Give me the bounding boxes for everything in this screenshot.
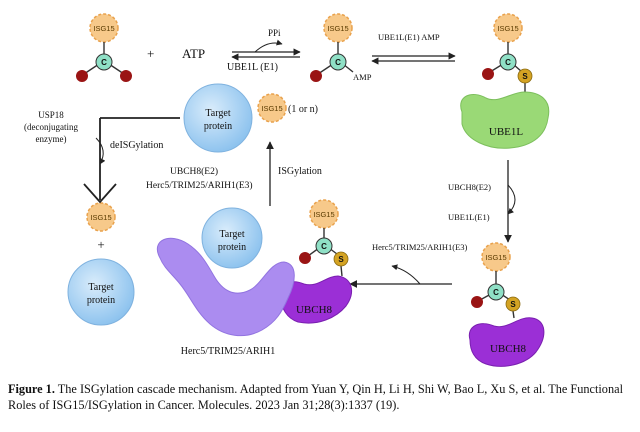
- isg15-label: ISG15: [93, 24, 114, 33]
- usp18-line3: enzyme): [36, 134, 67, 144]
- arrow-e3-transfer: [349, 264, 452, 288]
- isg15-label: ISG15: [497, 24, 518, 33]
- e3-full-label: Herc5/TRIM25/ARIH1(E3): [146, 180, 253, 191]
- ubch8-e2-label: UBCH8(E2): [170, 166, 218, 177]
- isg15-label: ISG15: [327, 24, 348, 33]
- figure-caption: Figure 1. The ISGylation cascade mechani…: [8, 381, 634, 413]
- molecule-isg15-ubch8-middle: C S: [299, 228, 349, 277]
- isg15-label: ISG15: [90, 213, 111, 222]
- herc5-label: Herc5/TRIM25/ARIH1: [181, 346, 275, 357]
- target-protein-sphere-bound: [201, 207, 263, 269]
- usp18-hook-arrow: [95, 137, 106, 165]
- molecule-isg15-amp: C: [310, 42, 354, 82]
- isg15-badge-2: ISG15: [323, 13, 353, 43]
- carbon-atom-label: C: [505, 58, 511, 67]
- e3-mid-label: Herc5/TRIM25/ARIH1(E3): [372, 242, 468, 252]
- isg15-label: ISG15: [261, 104, 282, 113]
- carbon-atom-label: C: [493, 288, 499, 297]
- isgylation-label: ISGylation: [278, 166, 322, 177]
- protein-label: protein: [87, 295, 115, 306]
- equilibrium-arrow-2: [371, 52, 456, 65]
- target-protein-sphere-free: [67, 258, 135, 326]
- target-protein-sphere-isgylated: [183, 83, 253, 153]
- molecule-free-isg15: C: [76, 42, 132, 82]
- ube1l-e1-label: UBE1L (E1): [227, 62, 278, 73]
- carbon-atom-label: C: [321, 242, 327, 251]
- ube1l-enzyme-shape: [460, 91, 550, 149]
- ppi-label: PPi: [268, 28, 281, 38]
- plus-sign-2: +: [97, 237, 104, 252]
- caption-text: The ISGylation cascade mechanism. Adapte…: [8, 382, 623, 412]
- plus-sign: +: [147, 46, 154, 61]
- carbon-atom-label: C: [335, 58, 341, 67]
- target-label: Target: [88, 282, 113, 293]
- ube1l-label: UBE1L: [489, 126, 524, 138]
- isg15-label: ISG15: [485, 253, 506, 262]
- usp18-line1: USP18: [38, 110, 64, 120]
- deisgylation-label: deISGylation: [110, 140, 163, 151]
- isgylation-diagram: ISG15 ISG15 ISG15 ISG15 ISG15 ISG15 ISG1…: [24, 13, 550, 367]
- isg15-badge-4: ISG15: [257, 93, 287, 123]
- protein-label: protein: [204, 121, 232, 132]
- isg15-label: ISG15: [313, 210, 334, 219]
- arrow-ube1l-to-ubch8: [504, 160, 516, 243]
- herc5-enzyme-shape: [157, 237, 295, 337]
- molecule-isg15-ube1l: C S: [482, 42, 533, 92]
- ubch8-label-right: UBCH8: [490, 343, 527, 355]
- protein-label: protein: [218, 242, 246, 253]
- ubch8-label-middle: UBCH8: [296, 304, 333, 316]
- ube1l-e1-amp-label: UBE1L(E1) AMP: [378, 32, 440, 42]
- caption-label: Figure 1.: [8, 382, 55, 396]
- ubch8-enzyme-shape-right: [468, 317, 545, 367]
- atp-label: ATP: [182, 46, 205, 61]
- amp-label: AMP: [353, 72, 372, 82]
- arrow-deisgylation: [83, 117, 180, 204]
- sulfur-atom-label: S: [522, 72, 528, 81]
- sulfur-atom-label: S: [338, 255, 344, 264]
- ube1l-e1-right-label: UBE1L(E1): [448, 212, 490, 222]
- one-or-n-label: (1 or n): [288, 104, 318, 115]
- ubch8-enzyme-shape-middle: [278, 275, 353, 324]
- isg15-badge-5: ISG15: [86, 202, 116, 232]
- molecule-isg15-ubch8-right: C S: [471, 271, 521, 319]
- target-label: Target: [205, 108, 230, 119]
- isg15-badge-1: ISG15: [89, 13, 119, 43]
- target-label: Target: [219, 229, 244, 240]
- isg15-badge-7: ISG15: [481, 242, 511, 272]
- ubch8-e2-right-label: UBCH8(E2): [448, 182, 491, 192]
- carbon-atom-label: C: [101, 58, 107, 67]
- equilibrium-arrow-1: [231, 39, 301, 61]
- isg15-badge-6: ISG15: [309, 199, 339, 229]
- sulfur-atom-label: S: [510, 300, 516, 309]
- isg15-badge-3: ISG15: [493, 13, 523, 43]
- usp18-line2: (deconjugating: [24, 122, 78, 132]
